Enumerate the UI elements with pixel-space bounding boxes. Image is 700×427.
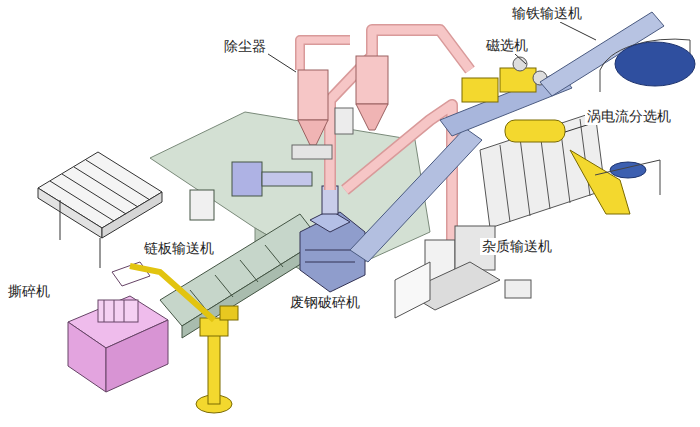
magnetic-separator bbox=[500, 68, 536, 92]
iron-conveyor bbox=[540, 12, 695, 96]
dust-collector bbox=[356, 56, 388, 104]
shredder bbox=[98, 300, 138, 322]
dust-collector bbox=[356, 104, 388, 130]
eddy-current-separator bbox=[480, 112, 660, 228]
crane bbox=[220, 306, 238, 320]
part-label: 废钢破碎机 bbox=[288, 294, 362, 311]
eddy-current-separator bbox=[570, 150, 630, 214]
shed bbox=[102, 192, 162, 238]
magnetic-separator bbox=[462, 57, 547, 102]
impurity-conveyor bbox=[505, 280, 531, 298]
dust-duct bbox=[300, 40, 350, 70]
part-label: 链板输送机 bbox=[142, 240, 216, 257]
dust-duct bbox=[300, 40, 350, 70]
scrap-crusher bbox=[300, 186, 365, 292]
chain-conveyor bbox=[262, 172, 312, 186]
part-label: 撕碎机 bbox=[6, 283, 52, 300]
leader-line bbox=[265, 52, 296, 72]
eddy-current-separator bbox=[505, 120, 565, 142]
chain-conveyor bbox=[215, 275, 233, 297]
part-label: 磁选机 bbox=[484, 37, 530, 54]
shredder bbox=[106, 320, 168, 392]
dust-collector bbox=[292, 56, 388, 159]
part-label: 涡电流分选机 bbox=[585, 108, 673, 125]
dust-collector bbox=[335, 108, 353, 134]
eddy-current-separator bbox=[500, 145, 510, 222]
eddy-current-separator bbox=[520, 138, 530, 216]
eddy-current-separator bbox=[595, 160, 660, 195]
shredder bbox=[124, 300, 125, 322]
scrap-crusher bbox=[322, 186, 338, 214]
iron-conveyor bbox=[615, 42, 695, 86]
part-label: 杂质输送机 bbox=[480, 238, 554, 255]
impurity-conveyor bbox=[395, 262, 430, 318]
part-label: 输铁输送机 bbox=[510, 5, 584, 22]
shed bbox=[60, 200, 61, 240]
shed bbox=[38, 152, 162, 228]
chain-conveyor bbox=[240, 260, 258, 282]
chain-conveyor bbox=[232, 162, 262, 196]
eddy-current-separator bbox=[540, 132, 550, 209]
leader-line bbox=[515, 54, 526, 64]
shredder bbox=[68, 262, 168, 392]
dust-collector bbox=[298, 120, 328, 145]
crane bbox=[208, 330, 220, 404]
shed bbox=[38, 188, 102, 238]
shredder bbox=[114, 300, 115, 322]
shredder bbox=[104, 300, 105, 322]
magnetic-separator bbox=[462, 78, 498, 102]
part-label: 除尘器 bbox=[222, 38, 268, 55]
scrap-crusher bbox=[305, 262, 355, 263]
chain-conveyor bbox=[190, 190, 214, 220]
leader-line bbox=[560, 22, 596, 40]
shed bbox=[86, 160, 150, 200]
crane bbox=[130, 266, 238, 413]
leader-line bbox=[265, 22, 596, 132]
dust-collector bbox=[298, 70, 328, 120]
crane bbox=[200, 318, 228, 336]
shredder bbox=[68, 322, 106, 392]
leader-line bbox=[565, 124, 590, 132]
chain-conveyor bbox=[265, 245, 283, 267]
shed bbox=[100, 238, 101, 268]
dust-collector bbox=[292, 145, 332, 159]
crane bbox=[130, 266, 214, 320]
